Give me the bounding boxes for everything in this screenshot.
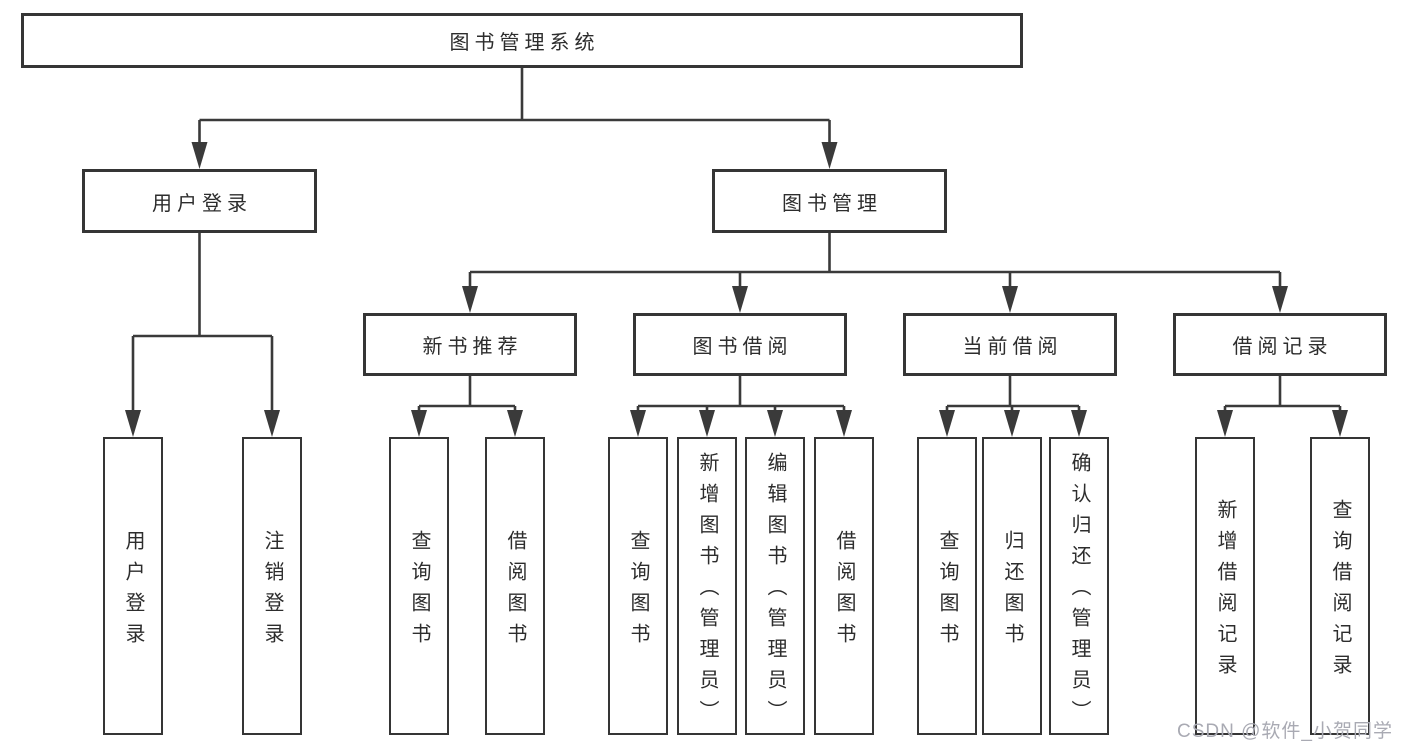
- leaf-node-edit-book: 编辑图书（管理员）: [745, 437, 805, 735]
- leaf-borrow-book-2-label: 借阅图书: [833, 529, 855, 654]
- leaf-query-book-2-label: 查询图书: [627, 529, 649, 654]
- node-new-book-rec-label: 新书推荐: [422, 336, 523, 358]
- leaf-node-return-book: 归还图书: [982, 437, 1042, 735]
- arrowhead-icon: [191, 142, 208, 169]
- arrowhead-icon: [1272, 286, 1288, 313]
- arrowhead-icon: [125, 410, 141, 437]
- arrowhead-icon: [1217, 410, 1233, 437]
- node-new-book-rec: 新书推荐: [363, 313, 577, 376]
- arrowhead-icon: [462, 286, 478, 313]
- node-root-label: 图书管理系统: [449, 32, 600, 54]
- connector-borrow-record-to-leaves: [1217, 376, 1348, 437]
- leaf-node-query-book-1: 查询图书: [389, 437, 449, 735]
- node-book-mgmt: 图书管理: [712, 169, 947, 233]
- leaf-return-book-label: 归还图书: [1001, 529, 1023, 654]
- node-user-login-label: 用户登录: [152, 192, 252, 215]
- leaf-node-query-book-2: 查询图书: [608, 437, 668, 735]
- connector-root-to-level1: [191, 68, 838, 169]
- arrowhead-icon: [939, 410, 955, 437]
- arrowhead-icon: [1332, 410, 1348, 437]
- connector-current-borrow-to-leaves: [939, 376, 1087, 437]
- leaf-borrow-book-1-label: 借阅图书: [504, 529, 526, 654]
- leaf-node-add-book: 新增图书（管理员）: [677, 437, 737, 735]
- connector-book-mgmt-to-level2: [462, 233, 1288, 313]
- leaf-add-book-label: 新增图书（管理员）: [696, 452, 718, 731]
- connector-new-book-rec-to-leaves: [411, 376, 523, 437]
- node-book-mgmt-label: 图书管理: [782, 192, 882, 215]
- arrowhead-icon: [1071, 410, 1087, 437]
- leaf-edit-book-label: 编辑图书（管理员）: [764, 452, 786, 731]
- leaf-query-record-label: 查询借阅记录: [1329, 498, 1351, 685]
- arrowhead-icon: [264, 410, 280, 437]
- arrowhead-icon: [732, 286, 748, 313]
- node-root: 图书管理系统: [21, 13, 1023, 68]
- arrowhead-icon: [1004, 410, 1020, 437]
- node-borrow-record-label: 借阅记录: [1232, 336, 1333, 358]
- node-current-borrow: 当前借阅: [903, 313, 1117, 376]
- connector-book-borrow-to-leaves: [630, 376, 852, 437]
- leaf-node-query-record: 查询借阅记录: [1310, 437, 1370, 735]
- leaf-add-record-label: 新增借阅记录: [1214, 498, 1236, 685]
- arrowhead-icon: [1002, 286, 1018, 313]
- arrowhead-icon: [630, 410, 646, 437]
- leaf-confirm-return-label: 确认归还（管理员）: [1068, 452, 1090, 731]
- leaf-node-confirm-return: 确认归还（管理员）: [1049, 437, 1109, 735]
- arrowhead-icon: [699, 410, 715, 437]
- leaf-node-user-login: 用户登录: [103, 437, 163, 735]
- leaf-query-book-1-label: 查询图书: [408, 529, 430, 654]
- watermark: CSDN @软件_小贺同学: [1177, 721, 1393, 742]
- node-current-borrow-label: 当前借阅: [962, 336, 1063, 358]
- leaf-node-logout: 注销登录: [242, 437, 302, 735]
- arrowhead-icon: [507, 410, 523, 437]
- leaf-node-query-book-3: 查询图书: [917, 437, 977, 735]
- leaf-node-borrow-book-1: 借阅图书: [485, 437, 545, 735]
- node-borrow-record: 借阅记录: [1173, 313, 1387, 376]
- leaf-node-add-record: 新增借阅记录: [1195, 437, 1255, 735]
- node-user-login: 用户登录: [82, 169, 317, 233]
- arrowhead-icon: [836, 410, 852, 437]
- node-book-borrow: 图书借阅: [633, 313, 847, 376]
- leaf-node-borrow-book-2: 借阅图书: [814, 437, 874, 735]
- arrowhead-icon: [411, 410, 427, 437]
- leaf-logout-label: 注销登录: [261, 529, 283, 654]
- arrowhead-icon: [821, 142, 838, 169]
- connector-user-login-to-leaves: [125, 233, 280, 437]
- leaf-query-book-3-label: 查询图书: [936, 529, 958, 654]
- node-book-borrow-label: 图书借阅: [692, 336, 793, 358]
- arrowhead-icon: [767, 410, 783, 437]
- leaf-user-login-label: 用户登录: [122, 529, 144, 654]
